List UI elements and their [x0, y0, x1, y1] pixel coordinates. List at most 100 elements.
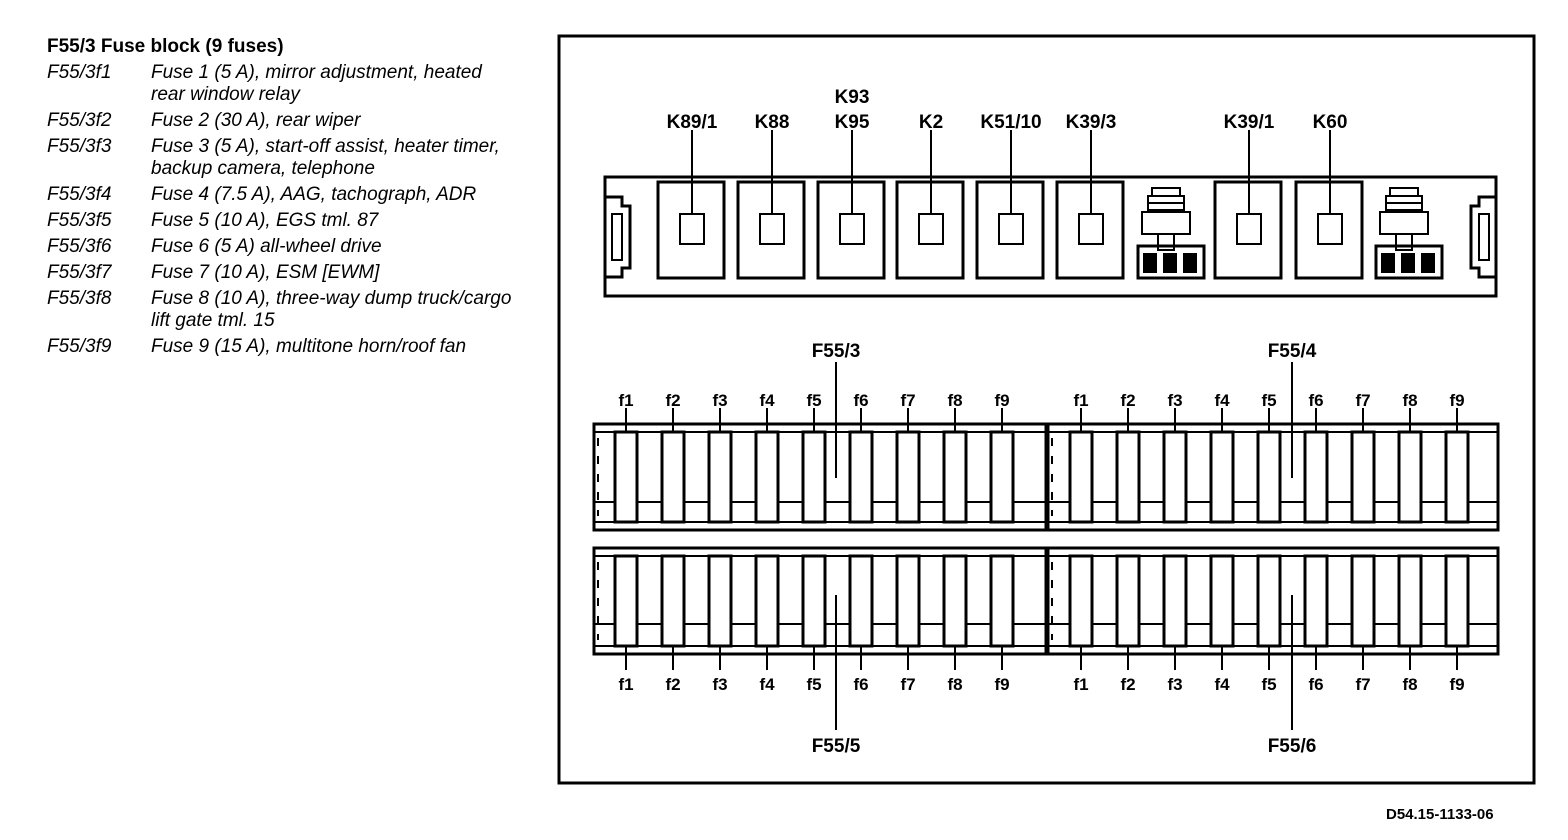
fuse — [754, 554, 780, 648]
connectors — [1136, 187, 1444, 280]
fuse-label: f2 — [1120, 675, 1135, 694]
fuse-label: f9 — [1449, 675, 1464, 694]
fuse-label: f5 — [1261, 391, 1276, 410]
relay-label: K2 — [919, 112, 943, 133]
legend-item-description: Fuse 2 (30 A), rear wiper — [151, 110, 361, 131]
fuse-label: f4 — [759, 391, 775, 410]
fuse — [1068, 554, 1094, 648]
fuse-label: f5 — [806, 391, 821, 410]
fuse-label: f6 — [853, 391, 868, 410]
fuse-row — [1046, 546, 1500, 670]
legend-item-code: F55/3f3 — [47, 136, 112, 157]
fuse — [1397, 430, 1423, 524]
legend-item-code: F55/3f4 — [47, 184, 112, 205]
relay-socket — [895, 130, 965, 280]
legend-item: F55/3f1 Fuse 1 (5 A), mirror adjustment, … — [47, 62, 517, 106]
legend-item-code: F55/3f6 — [47, 236, 112, 257]
legend-item-code: F55/3f9 — [47, 336, 112, 357]
fuse-label: f8 — [1402, 675, 1417, 694]
fuse — [1209, 554, 1235, 648]
fuse — [1303, 430, 1329, 524]
fuse-label: f6 — [1308, 675, 1323, 694]
fuse — [613, 430, 639, 524]
fuse — [660, 554, 686, 648]
relay-socket — [816, 130, 886, 280]
fuse-label: f1 — [1073, 391, 1088, 410]
block-labels — [835, 362, 1293, 730]
fuse-label: f5 — [806, 675, 821, 694]
fuse — [707, 554, 733, 648]
fuse — [848, 430, 874, 524]
legend-item-code: F55/3f1 — [47, 62, 112, 83]
fuse — [1115, 554, 1141, 648]
fuse — [613, 554, 639, 648]
fuse-label: f3 — [1167, 391, 1182, 410]
relay-label: K88 — [755, 112, 790, 133]
relay-socket — [1213, 130, 1283, 280]
relay-socket — [1055, 130, 1125, 280]
relay-label: K60 — [1313, 112, 1348, 133]
block-label-f55-6: F55/6 — [1268, 736, 1317, 757]
fuse — [1444, 554, 1470, 648]
fuse — [1256, 554, 1282, 648]
fuse — [1209, 430, 1235, 524]
fuse-label: f9 — [994, 675, 1009, 694]
fuse-labels: f1 f2 f3 f4 f5 f6 f7 f8 f9 f1 f2 f3 f4 f5 f6 f7 f8 f9 f1 f2… — [618, 391, 1464, 694]
fuse-label: f9 — [994, 391, 1009, 410]
fuse — [801, 430, 827, 524]
legend-item-code: F55/3f2 — [47, 110, 112, 131]
fuse-label: f8 — [947, 675, 962, 694]
legend-item: F55/3f4 Fuse 4 (7.5 A), AAG, tachograph, … — [47, 184, 517, 206]
legend-item-description: Fuse 7 (10 A), ESM [EWM] — [151, 262, 380, 283]
fuse — [895, 430, 921, 524]
relay-socket — [736, 130, 806, 280]
fuse-label: f2 — [665, 675, 680, 694]
fuse — [1444, 430, 1470, 524]
legend-item: F55/3f7 Fuse 7 (10 A), ESM [EWM] — [47, 262, 517, 284]
fuse — [1068, 430, 1094, 524]
fuse — [1256, 430, 1282, 524]
fuse — [989, 430, 1015, 524]
fuse-rows — [592, 408, 1500, 670]
fuse — [660, 430, 686, 524]
legend-item: F55/3f6 Fuse 6 (5 A) all-wheel drive — [47, 236, 517, 258]
fuse-label: f7 — [1355, 675, 1370, 694]
connector-plug — [1374, 187, 1444, 280]
fuse — [942, 554, 968, 648]
fuse — [707, 430, 733, 524]
connector-plug — [1136, 187, 1206, 280]
diagram-frame — [557, 34, 1536, 785]
fuse-row — [592, 546, 1048, 670]
block-label-f55-3: F55/3 — [812, 341, 861, 362]
legend-item: F55/3f2 Fuse 2 (30 A), rear wiper — [47, 110, 517, 132]
relay-label: K89/1 — [667, 112, 718, 133]
legend-item-description: Fuse 1 (5 A), mirror adjustment, heated … — [151, 62, 482, 105]
relay-label: K39/1 — [1224, 112, 1275, 133]
legend-item-code: F55/3f7 — [47, 262, 112, 283]
fuse-label: f3 — [712, 675, 727, 694]
fuse — [1162, 554, 1188, 648]
fuse — [1397, 554, 1423, 648]
fuse-label: f1 — [1073, 675, 1088, 694]
document-id: D54.15-1133-06 — [1386, 806, 1494, 823]
fuse-label: f6 — [853, 675, 868, 694]
fuse-label: f3 — [1167, 675, 1182, 694]
relay-socket — [1294, 130, 1364, 280]
fuse-label: f8 — [1402, 391, 1417, 410]
legend-items: F55/3f1 Fuse 1 (5 A), mirror adjustment, … — [47, 62, 517, 358]
fuse — [801, 554, 827, 648]
relay-label-k93: K93 — [835, 87, 870, 108]
legend-item-description: Fuse 6 (5 A) all-wheel drive — [151, 236, 382, 257]
fuse-label: f2 — [1120, 391, 1135, 410]
fuse-label: f7 — [900, 675, 915, 694]
legend-item-description: Fuse 4 (7.5 A), AAG, tachograph, ADR — [151, 184, 477, 205]
fuse-label: f4 — [1214, 675, 1230, 694]
fuse-label: f1 — [618, 391, 633, 410]
legend-item-code: F55/3f8 — [47, 288, 112, 309]
